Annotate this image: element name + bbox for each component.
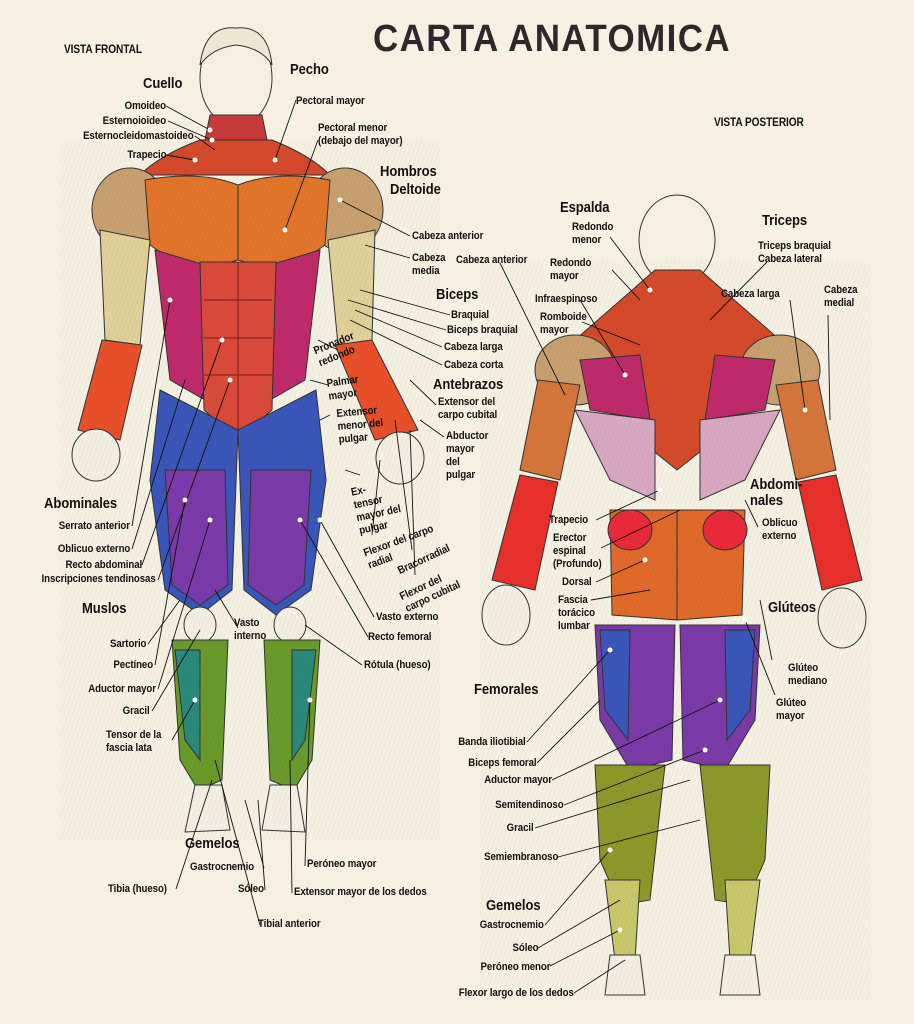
leader-lines <box>131 99 831 994</box>
label-recto-abdominal: Recto abdominal <box>65 559 142 571</box>
label-biceps-braquial: Biceps braquial <box>447 324 518 336</box>
marker-dots <box>167 127 808 933</box>
label-gluteo-mediano: Glúteo mediano <box>788 662 828 687</box>
label-erector: Erector espinal (Profundo) <box>553 532 602 570</box>
back-figure <box>480 194 870 1000</box>
label-abominales: Abominales <box>44 496 118 512</box>
label-abdominales-back: Abdomi- nales <box>750 477 803 509</box>
label-rotula: Rótula (hueso) <box>364 659 431 671</box>
label-gracil-front: Gracil <box>123 705 150 717</box>
label-gastrocnemio-front: Gastrocnemio <box>190 861 255 873</box>
label-cabeza-larga-front: Cabeza larga <box>444 341 503 353</box>
label-abductor: Abductor mayor del pulgar <box>446 430 489 481</box>
label-gluteos: Glúteos <box>768 600 816 616</box>
label-extensor-dedos: Extensor mayor de los dedos <box>294 886 427 898</box>
label-infraespinoso: Infraespinoso <box>535 293 598 305</box>
label-cabeza-anterior-front: Cabeza anterior <box>412 230 484 242</box>
label-soleo-back: Sóleo <box>512 942 538 954</box>
label-semitendinoso: Semitendinoso <box>495 799 564 811</box>
label-deltoide: Deltoide <box>390 182 441 198</box>
label-braquial: Braquial <box>451 309 490 321</box>
label-extensor-menor: Extensor menor del pulgar <box>336 404 384 446</box>
label-dorsal: Dorsal <box>562 576 592 588</box>
label-hombros: Hombros <box>380 164 437 180</box>
label-banda: Banda iliotibial <box>458 736 527 748</box>
label-femorales: Femorales <box>474 682 539 698</box>
label-vasto-interno: Vasto interno <box>234 617 267 642</box>
front-hair <box>199 27 273 66</box>
label-esternocleidomastoideo: Esternocleidomastoideo <box>83 130 195 142</box>
label-gluteo-mayor: Glúteo mayor <box>776 697 807 722</box>
label-cabeza-media: Cabeza media <box>412 252 446 277</box>
label-redondo-mayor: Redondo mayor <box>550 257 592 282</box>
chart-title: CARTA ANATOMICA <box>373 18 731 60</box>
label-gemelos-back: Gemelos <box>486 898 541 914</box>
label-biceps-femoral: Biceps femoral <box>467 757 536 769</box>
label-cabeza-corta: Cabeza corta <box>444 359 504 371</box>
label-oblicuo-back: Oblicuo externo <box>762 517 798 542</box>
label-triceps-braquial: Triceps braquial Cabeza lateral <box>758 240 831 265</box>
label-extensor-carpo: Extensor del carpo cubital <box>438 396 498 421</box>
label-cabeza-medial: Cabeza medial <box>824 284 858 309</box>
label-gemelos-front: Gemelos <box>185 836 240 852</box>
label-gastrocnemio-back: Gastrocnemio <box>479 919 544 931</box>
label-omoideo: Omoideo <box>124 100 166 112</box>
label-biceps: Biceps <box>436 287 479 303</box>
label-vasto-externo: Vasto externo <box>376 611 439 623</box>
label-semiembranoso: Semiembranoso <box>483 851 558 863</box>
back-view-label: VISTA POSTERIOR <box>714 117 804 129</box>
label-inscripciones: Inscripciones tendinosas <box>41 573 156 585</box>
label-gracil-back: Gracil <box>507 822 534 834</box>
label-pecho: Pecho <box>290 62 329 78</box>
label-oblicuo-front: Oblicuo externo <box>57 543 130 555</box>
label-palmar: Palmar mayor <box>326 373 360 403</box>
label-triceps: Triceps <box>762 213 808 229</box>
label-trapecio-front: Trapecio <box>126 149 166 161</box>
label-pectineo: Pectíneo <box>113 659 153 671</box>
label-pectoral-mayor: Pectoral mayor <box>296 95 365 107</box>
label-pectoral-menor: Pectoral menor (debajo del mayor) <box>318 122 403 147</box>
label-cabeza-anterior-back: Cabeza anterior <box>456 254 528 266</box>
label-peroneo-mayor: Peróneo mayor <box>307 858 377 870</box>
label-esternoioideo: Esternoioideo <box>102 115 166 127</box>
label-tibia: Tibia (hueso) <box>108 883 167 895</box>
label-serrato: Serrato anterior <box>58 520 130 532</box>
label-romboide: Romboide mayor <box>540 311 587 336</box>
front-view-label: VISTA FRONTAL <box>64 44 142 56</box>
label-espalda: Espalda <box>560 200 610 216</box>
label-peroneo-menor: Peróneo menor <box>480 961 550 973</box>
label-sartorio: Sartorio <box>109 638 146 650</box>
label-aductor-back: Aductor mayor <box>484 774 552 786</box>
label-cuello: Cuello <box>143 76 183 92</box>
label-tibial-anterior: Tibial anterior <box>258 918 321 930</box>
label-aductor-front: Aductor mayor <box>88 683 156 695</box>
label-antebrazos: Antebrazos <box>433 377 504 393</box>
label-muslos: Muslos <box>82 601 127 617</box>
label-redondo-menor: Redondo menor <box>572 221 614 246</box>
label-soleo-front: Sóleo <box>238 883 264 895</box>
label-tensor: Tensor de la fascia lata <box>106 729 162 754</box>
label-fascia: Fascia torácico lumbar <box>558 594 595 632</box>
label-trapecio-back: Trapecio <box>549 514 589 526</box>
label-cabeza-larga-back: Cabeza larga <box>721 288 780 300</box>
label-recto-femoral: Recto femoral <box>368 631 432 643</box>
label-flexor-dedos: Flexor largo de los dedos <box>458 987 574 999</box>
